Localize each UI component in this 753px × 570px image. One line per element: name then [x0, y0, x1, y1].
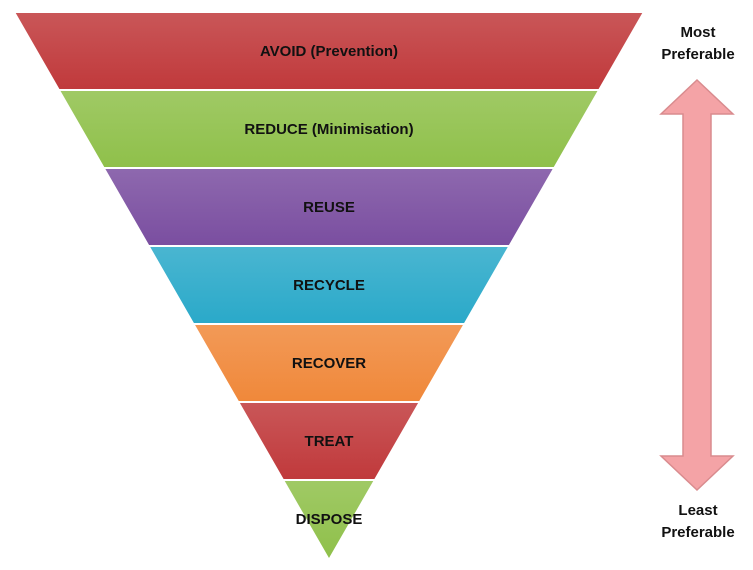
- most-label-line2: Preferable: [661, 46, 735, 63]
- pyramid-band-label-6: TREAT: [305, 433, 354, 450]
- most-preferable-label: Most Preferable: [638, 22, 753, 66]
- pyramid-band-label-2: REDUCE (Minimisation): [244, 121, 413, 138]
- least-preferable-label: Least Preferable: [638, 500, 753, 544]
- pyramid-band-label-7: DISPOSE: [296, 511, 363, 528]
- least-label-line2: Preferable: [661, 524, 735, 541]
- pyramid-band-label-1: AVOID (Prevention): [260, 43, 398, 60]
- pyramid-band-label-3: REUSE: [303, 199, 355, 216]
- pyramid-band-label-5: RECOVER: [292, 355, 366, 372]
- pyramid-band-7: [281, 479, 377, 563]
- pyramid-band-label-4: RECYCLE: [293, 277, 365, 294]
- most-label-line1: Most: [680, 24, 716, 41]
- preference-double-arrow-icon: [659, 78, 735, 492]
- least-label-line1: Least: [678, 502, 718, 519]
